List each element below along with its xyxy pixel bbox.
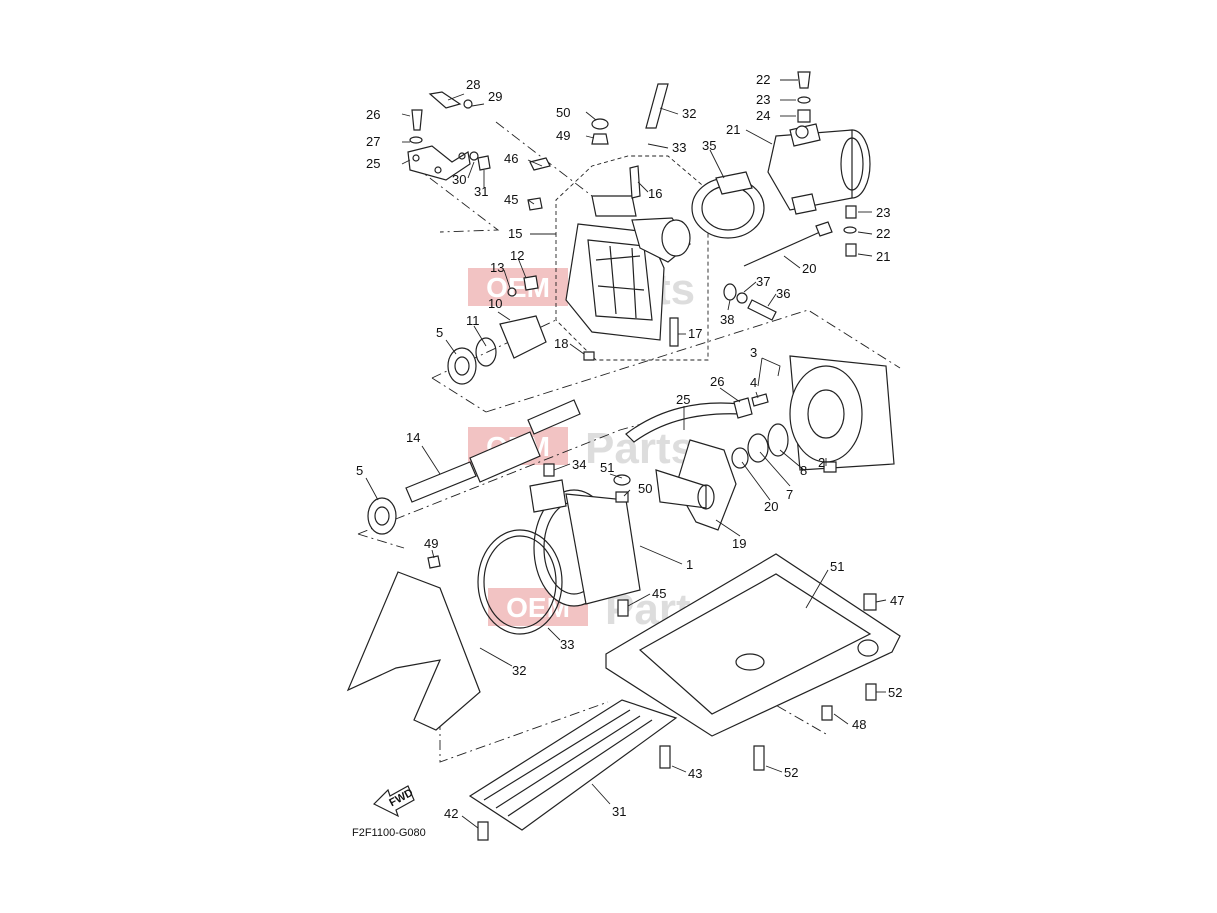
callout-22b: 22 (876, 226, 890, 241)
callout-25: 26 (710, 374, 724, 389)
callout-37: 28 (466, 77, 480, 92)
callout-47a: 47 (890, 593, 904, 608)
watermark-brand1: OEM (486, 272, 550, 303)
callout-21a: 22 (756, 72, 770, 87)
callout-16: 18 (554, 336, 568, 351)
hardware (409, 71, 877, 841)
ride-plate (605, 553, 901, 737)
callout-4: 4 (750, 375, 757, 390)
callout-12: 14 (406, 430, 420, 445)
callout-5b: 5 (356, 463, 363, 478)
callout-3: 3 (750, 345, 757, 360)
callout-40: 31 (474, 184, 488, 199)
callout-23b: 23 (876, 205, 890, 220)
callout-10: 12 (510, 248, 524, 263)
callout-5a: 5 (436, 325, 443, 340)
intake-duct (529, 479, 641, 607)
callout-45b: 45 (652, 586, 666, 601)
callout-8: 10 (488, 296, 502, 311)
callout-22a: 23 (756, 92, 770, 107)
callout-1: 1 (686, 557, 693, 572)
callout-29: 34 (572, 457, 586, 472)
callout-30: 35 (702, 138, 716, 153)
callout-18: 20 (764, 499, 778, 514)
callout-14: 16 (648, 186, 662, 201)
callout-26: 31 (612, 804, 626, 819)
callout-19: 20 (802, 261, 816, 276)
cover (346, 571, 481, 731)
callout-42: 33 (672, 140, 686, 155)
callout-45a: 45 (504, 192, 518, 207)
callout-34: 25 (366, 156, 380, 171)
drive-shaft (367, 315, 581, 535)
callout-49b: 50 (638, 481, 652, 496)
nozzle-housing (565, 195, 691, 341)
callout-48: 49 (424, 536, 438, 551)
callout-41: 32 (682, 106, 696, 121)
callout-13: 15 (508, 226, 522, 241)
callout-52b: 52 (784, 765, 798, 780)
callout-17: 19 (732, 536, 746, 551)
callout-33: 38 (720, 312, 734, 327)
callout-39: 30 (452, 172, 466, 187)
callout-46: 46 (504, 151, 518, 166)
pump-housing (731, 355, 895, 471)
callout-9: 11 (466, 313, 480, 328)
callout-47b: 48 (852, 717, 866, 732)
callouts: 28 29 26 27 25 30 31 50 49 32 33 46 16 4… (356, 72, 904, 821)
callout-50b: 51 (600, 460, 614, 475)
steering-nozzle (767, 123, 871, 215)
callout-36: 27 (366, 134, 380, 149)
callout-32: 37 (756, 274, 770, 289)
callout-15: 17 (688, 326, 702, 341)
callout-23a: 24 (756, 108, 770, 123)
deflector-ring (691, 171, 765, 239)
impeller (655, 439, 737, 531)
callout-38: 29 (488, 89, 502, 104)
callout-20: 21 (726, 122, 740, 137)
callout-52a: 52 (888, 685, 902, 700)
callout-7: 8 (800, 463, 807, 478)
fwd-arrow: FWD (372, 785, 415, 818)
callout-24: 25 (676, 392, 690, 407)
callout-49a: 49 (556, 128, 570, 143)
diagram-code: F2F1100-G080 (352, 827, 426, 839)
callout-2: 2 (818, 455, 825, 470)
callout-21b: 21 (876, 249, 890, 264)
callout-44: 43 (688, 766, 702, 781)
callout-35: 26 (366, 107, 380, 122)
assembly-lines (357, 121, 901, 763)
callout-43: 42 (444, 806, 458, 821)
callout-27: 32 (512, 663, 526, 678)
callout-28: 33 (560, 637, 574, 652)
leader-lines (365, 79, 887, 829)
callout-31: 36 (776, 286, 790, 301)
callout-50a: 50 (556, 105, 570, 120)
intake-grate (468, 699, 678, 831)
callout-6: 7 (786, 487, 793, 502)
duct-ring (477, 529, 563, 635)
callout-11: 13 (490, 260, 504, 275)
bracket (407, 145, 471, 181)
callout-51: 51 (830, 559, 844, 574)
